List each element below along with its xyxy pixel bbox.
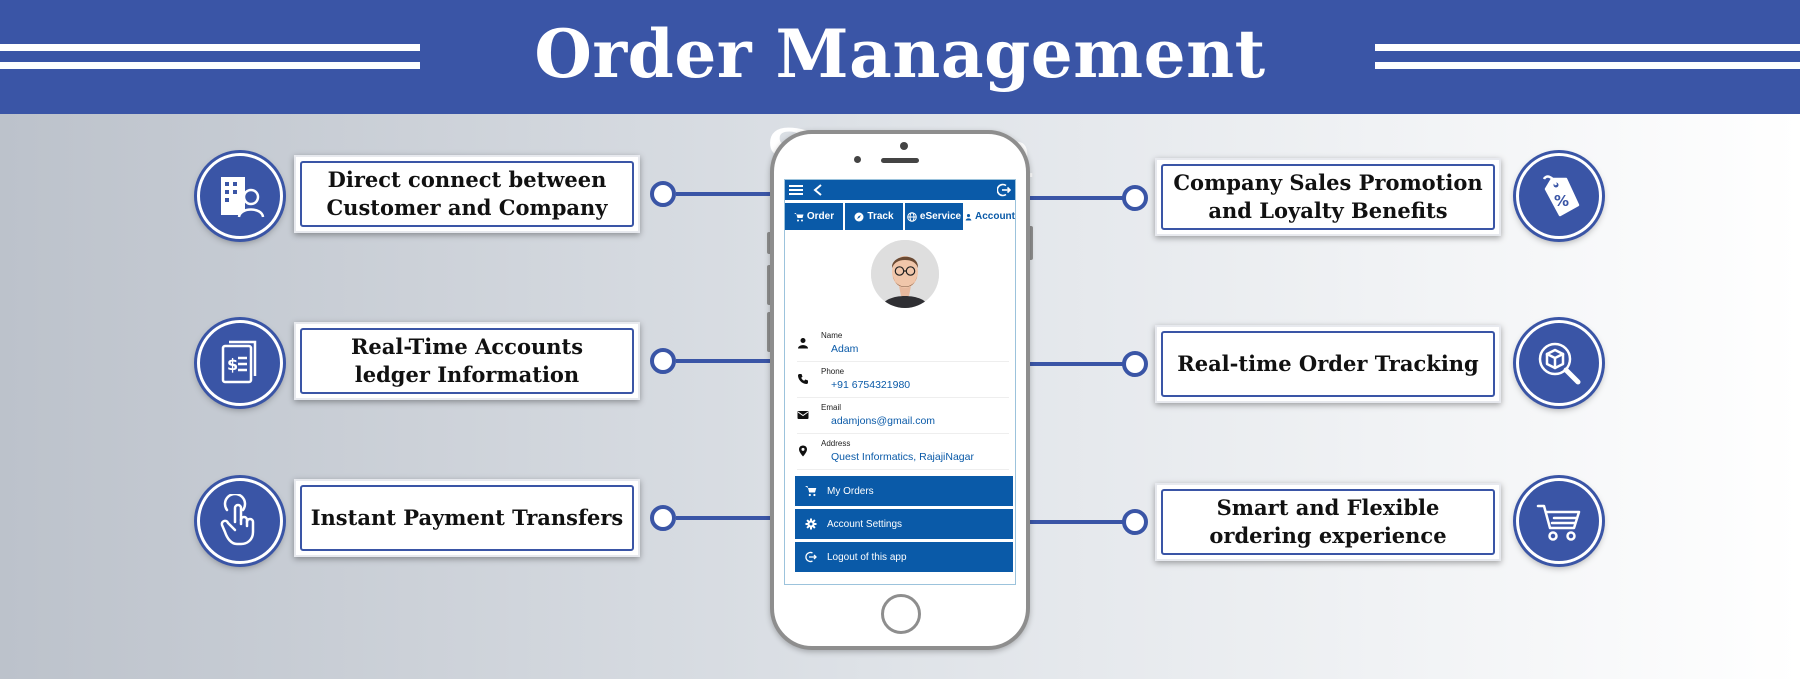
shopping-cart-icon xyxy=(1516,478,1602,564)
connector-dot xyxy=(650,505,676,531)
connector-dot xyxy=(650,181,676,207)
back-arrow-icon[interactable] xyxy=(813,184,823,196)
tab-track[interactable]: Track xyxy=(845,203,903,230)
app-bar xyxy=(785,180,1015,200)
connector-line xyxy=(676,516,772,520)
field-label: Address xyxy=(821,439,851,448)
menu-label: My Orders xyxy=(827,485,874,497)
my-orders-button[interactable]: My Orders xyxy=(795,476,1013,506)
feature-label: Direct connect between Customer and Comp… xyxy=(300,161,634,227)
tab-order[interactable]: Order xyxy=(785,203,843,230)
logout-icon[interactable] xyxy=(997,183,1011,197)
menu-label: Account Settings xyxy=(827,518,903,530)
compass-icon xyxy=(854,212,864,221)
field-value: Quest Informatics, RajajiNagar xyxy=(831,451,974,463)
field-label: Phone xyxy=(821,367,845,376)
tab-label: Order xyxy=(806,211,835,222)
phone-icon xyxy=(798,374,808,384)
hamburger-menu-icon[interactable] xyxy=(789,184,803,196)
mail-icon xyxy=(797,411,809,419)
connector-dot xyxy=(1122,351,1148,377)
connector-dot xyxy=(1122,509,1148,535)
svg-text:$: $ xyxy=(227,355,238,374)
phone-side-button xyxy=(767,312,772,352)
feature-label: Company Sales Promotion and Loyalty Bene… xyxy=(1161,164,1495,230)
banner-stripe xyxy=(0,44,420,51)
package-search-icon xyxy=(1516,320,1602,406)
phone-side-button xyxy=(767,232,772,254)
phone-side-button xyxy=(1028,226,1033,260)
tab-eservice[interactable]: eService xyxy=(905,203,963,230)
person-icon xyxy=(798,338,808,349)
tap-hand-icon xyxy=(197,478,283,564)
menu-label: Logout of this app xyxy=(827,551,907,563)
feature-label: Real-time Order Tracking xyxy=(1161,331,1495,397)
profile-field-phone: Phone +91 6754321980 xyxy=(797,363,1009,398)
feature-card-flexible-ordering: Smart and Flexible ordering experience xyxy=(1155,483,1501,561)
connector-line xyxy=(1028,196,1124,200)
banner-stripe xyxy=(1375,44,1800,51)
banner-stripe xyxy=(0,62,420,69)
feature-label: Real-Time Accounts ledger Information xyxy=(300,328,634,394)
cart-icon xyxy=(793,212,804,221)
profile-field-name: Name Adam xyxy=(797,327,1009,362)
logout-button[interactable]: Logout of this app xyxy=(795,542,1013,572)
avatar xyxy=(871,240,939,308)
field-label: Email xyxy=(821,403,842,412)
profile-field-email: Email adamjons@gmail.com xyxy=(797,399,1009,434)
feature-card-sales-promotion: Company Sales Promotion and Loyalty Bene… xyxy=(1155,158,1501,236)
feature-label: Smart and Flexible ordering experience xyxy=(1161,489,1495,555)
field-value: Adam xyxy=(831,343,859,355)
gear-icon xyxy=(805,518,817,530)
tab-bar: Order Track eService Account xyxy=(785,203,1015,231)
connector-dot xyxy=(1122,185,1148,211)
person-icon xyxy=(965,213,972,220)
feature-card-payment-transfers: Instant Payment Transfers xyxy=(294,479,640,557)
feature-label: Instant Payment Transfers xyxy=(300,485,634,551)
feature-card-order-tracking: Real-time Order Tracking xyxy=(1155,325,1501,403)
phone-side-button xyxy=(767,265,772,305)
feature-card-accounts-ledger: Real-Time Accounts ledger Information xyxy=(294,322,640,400)
profile-field-address: Address Quest Informatics, RajajiNagar xyxy=(797,435,1009,470)
phone-screen: Order Track eService Account xyxy=(784,179,1016,585)
account-settings-button[interactable]: Account Settings xyxy=(795,509,1013,539)
connector-line xyxy=(676,359,772,363)
field-value: adamjons@gmail.com xyxy=(831,415,936,427)
cart-icon xyxy=(805,486,817,497)
phone-mockup: Order Track eService Account xyxy=(770,130,1030,650)
connector-line xyxy=(676,192,772,196)
tab-label: eService xyxy=(919,211,962,222)
building-customer-icon xyxy=(197,153,283,239)
feature-card-direct-connect: Direct connect between Customer and Comp… xyxy=(294,155,640,233)
tab-label: Track xyxy=(867,211,894,222)
discount-tag-icon: % xyxy=(1516,153,1602,239)
logout-icon xyxy=(805,551,817,563)
location-pin-icon xyxy=(799,445,807,457)
connector-line xyxy=(1028,362,1124,366)
tab-account[interactable]: Account xyxy=(965,203,1015,230)
ledger-document-icon: $ xyxy=(197,320,283,406)
banner-stripe xyxy=(1375,62,1800,69)
phone-speaker xyxy=(881,158,919,163)
phone-camera xyxy=(900,142,908,150)
field-label: Name xyxy=(821,331,843,340)
phone-home-button xyxy=(881,594,921,634)
field-value: +91 6754321980 xyxy=(831,379,911,391)
svg-text:%: % xyxy=(1554,192,1569,210)
connector-dot xyxy=(650,348,676,374)
title-banner: Order Management System xyxy=(0,0,1800,193)
phone-front-sensor xyxy=(854,156,861,163)
connector-line xyxy=(1028,520,1124,524)
tab-label: Account xyxy=(975,211,1015,222)
globe-icon xyxy=(907,211,917,222)
